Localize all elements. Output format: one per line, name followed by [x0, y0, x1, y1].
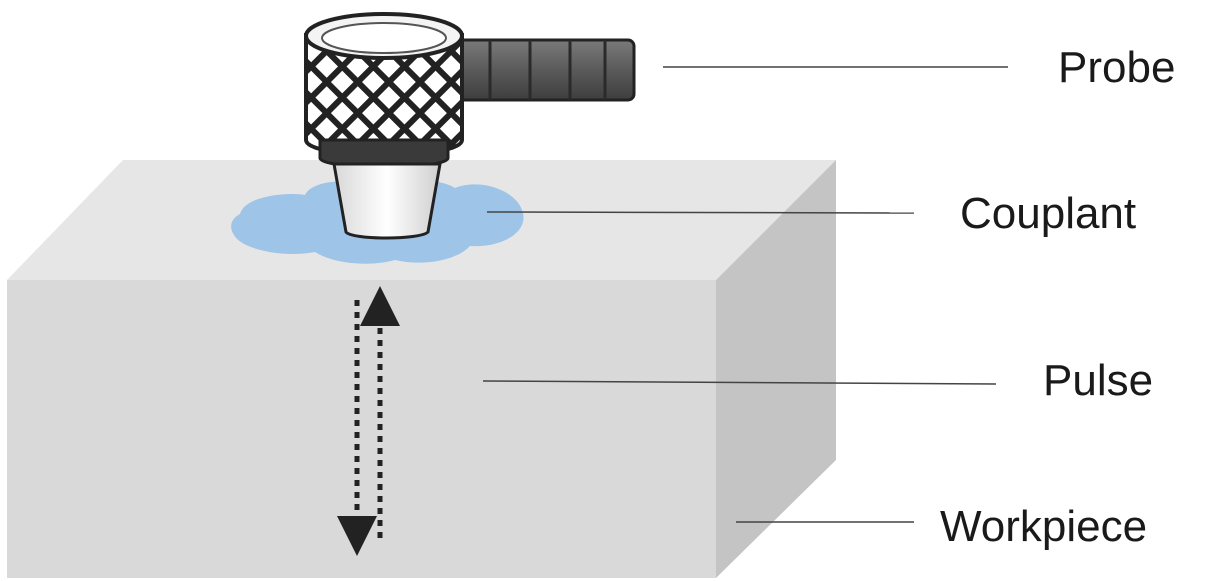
bidirectional-arrow-icon — [337, 286, 400, 556]
probe-label: Probe — [1058, 43, 1176, 92]
workpiece-label: Workpiece — [940, 502, 1148, 551]
workpiece-side-face — [716, 160, 836, 578]
probe-tip — [332, 162, 442, 240]
pulse-leader-line — [482, 380, 997, 385]
couplant-label: Couplant — [960, 189, 1137, 238]
pulse-label: Pulse — [1043, 356, 1154, 405]
couplant-leader-line — [486, 211, 915, 214]
workpiece-block — [7, 160, 836, 578]
probe-cable-connector — [450, 38, 636, 102]
ultrasonic-probe-icon — [304, 12, 636, 240]
workpiece-front-face — [7, 280, 716, 578]
